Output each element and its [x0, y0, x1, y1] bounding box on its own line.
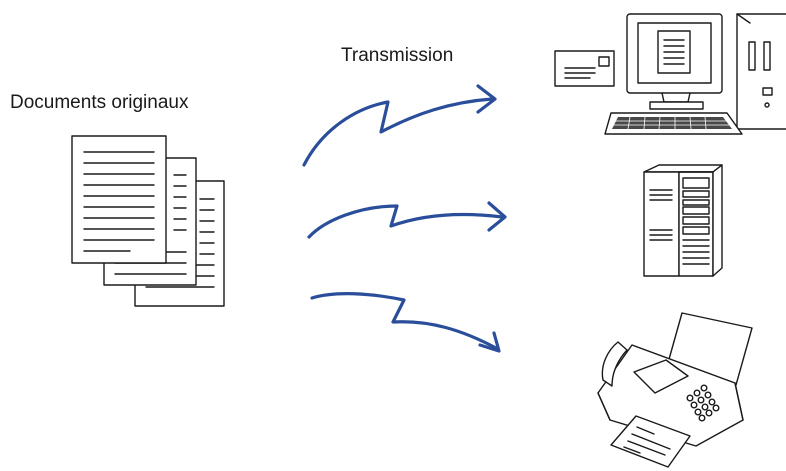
computer-icon — [554, 13, 786, 135]
arrow-to-computer — [302, 84, 497, 167]
documents-label: Documents originaux — [10, 92, 189, 113]
document-page-front — [83, 151, 155, 252]
arrow-to-server — [307, 201, 507, 239]
fax-machine-icon — [597, 312, 753, 468]
arrow-to-fax — [310, 292, 501, 353]
transmission-arrows — [302, 84, 507, 353]
server-icon — [643, 164, 723, 277]
fax-keypad — [686, 384, 720, 422]
transmission-label: Transmission — [341, 45, 454, 66]
documents-stack-icon — [71, 135, 225, 307]
